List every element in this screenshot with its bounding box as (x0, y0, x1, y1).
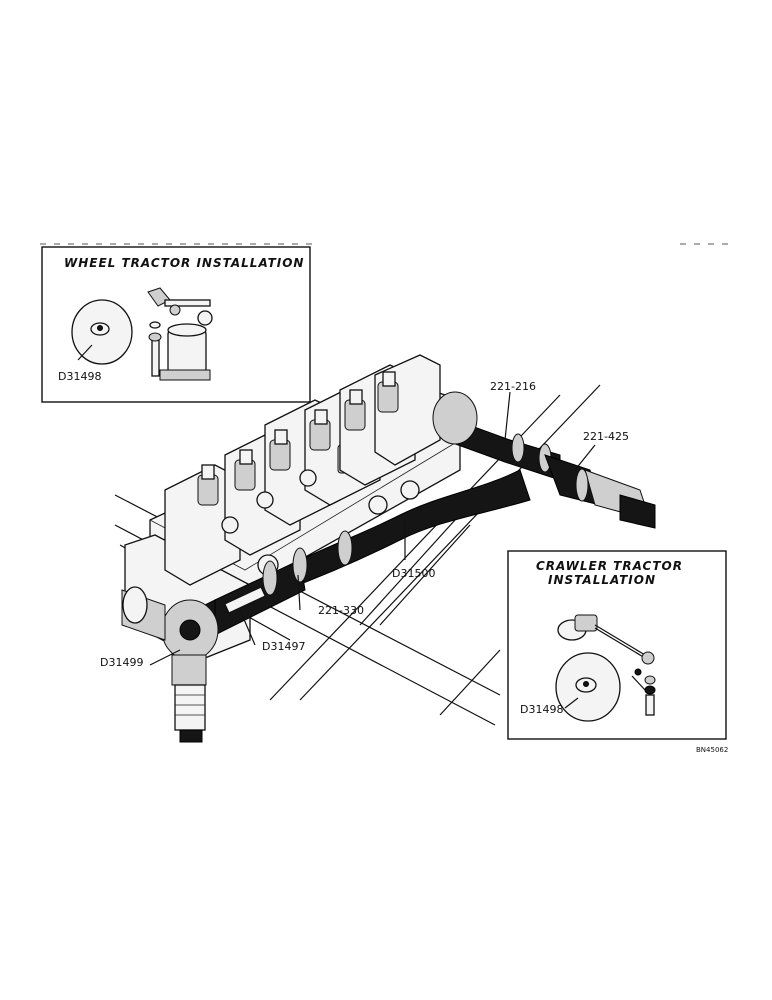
label-d31497: D31497 (262, 640, 305, 653)
valve-section-1 (164, 464, 241, 586)
crawler-inset-title-line1: CRAWLER TRACTOR (536, 559, 683, 573)
valve-section-6 (374, 354, 441, 466)
label-d31499: D31499 (100, 656, 143, 669)
crawler-tractor-inset: CRAWLER TRACTOR INSTALLATION D31498 (507, 550, 727, 740)
tube-assembly (121, 391, 656, 743)
label-221-216: 221-216 (490, 380, 536, 393)
valve-ports (221, 469, 420, 576)
drawing-number: BN45062 (696, 746, 728, 754)
label-221-425: 221-425 (583, 430, 629, 443)
crawler-inset-part-label: D31498 (520, 703, 563, 716)
wheel-tractor-inset: WHEEL TRACTOR INSTALLATION D31498 (41, 246, 311, 403)
elbow-d31499 (121, 586, 219, 743)
wheel-inset-part-label: D31498 (58, 370, 101, 383)
label-221-330: 221-330 (318, 604, 364, 617)
leader-lines (149, 391, 596, 666)
crawler-inset-title-line2: INSTALLATION (548, 573, 656, 587)
elbow-upper (432, 391, 478, 445)
wheel-inset-title: WHEEL TRACTOR INSTALLATION (64, 256, 304, 270)
label-d31500: D31500 (392, 567, 435, 580)
